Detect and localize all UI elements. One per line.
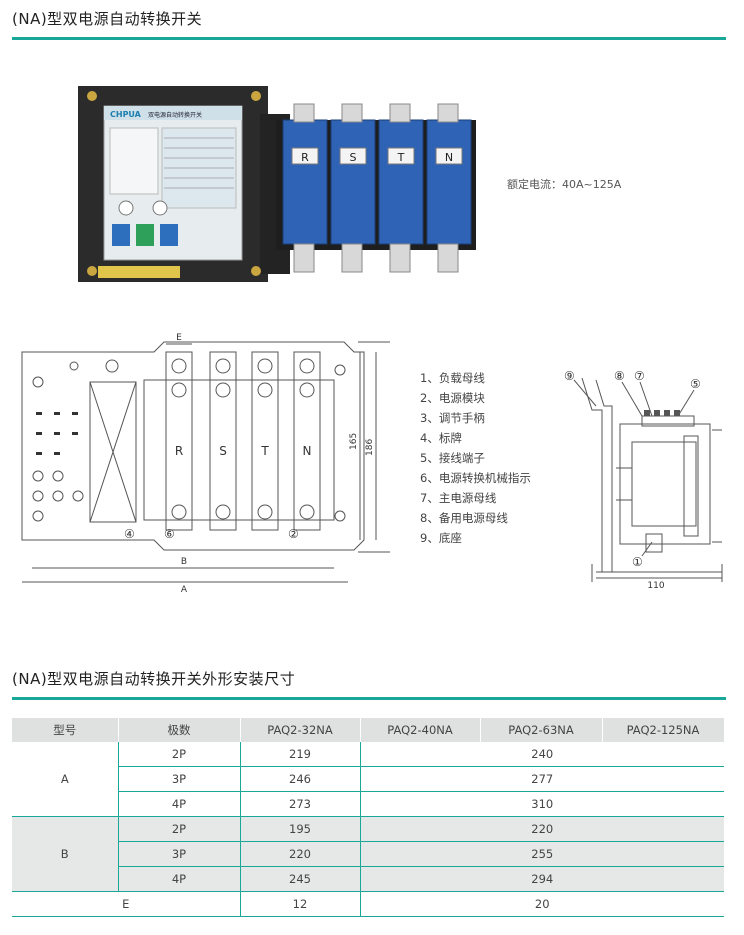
dim-A: A: [181, 585, 188, 595]
front-terminal-N: N: [303, 444, 312, 458]
group-label: B: [12, 816, 118, 892]
legend-item: 2、电源模块: [420, 391, 485, 405]
value-cell: 220: [359, 816, 724, 842]
header-cell: PAQ2-63NA: [480, 718, 603, 742]
side-dim-110: 110: [647, 581, 664, 588]
legend-item: 4、标牌: [420, 431, 462, 445]
side-callout-9: ⑨: [564, 369, 575, 383]
value-cell: 277: [359, 766, 724, 792]
side-callout-1: ①: [632, 555, 643, 569]
title-rule: [12, 697, 726, 700]
group-label: A: [12, 742, 118, 817]
header-cell: 极数: [118, 718, 241, 742]
dim-E: E: [176, 333, 182, 343]
callout-2: ②: [288, 527, 299, 541]
table-row: E 12 20: [12, 891, 724, 917]
front-terminal-R: R: [175, 444, 183, 458]
side-callout-7: ⑦: [634, 369, 645, 383]
photo-terminal-N: N: [445, 151, 453, 164]
photo-terminal-R: R: [301, 151, 309, 164]
title-rule: [12, 37, 726, 40]
legend-item: 8、备用电源母线: [420, 511, 508, 525]
table-title: (NA)型双电源自动转换开关外形安装尺寸: [12, 670, 296, 688]
pole-cell: 3P: [117, 841, 240, 867]
value-cell: 12: [239, 891, 360, 917]
legend-item: 7、主电源母线: [420, 491, 497, 505]
photo-terminal-S: S: [350, 151, 357, 164]
section-title: (NA)型双电源自动转换开关: [12, 10, 203, 28]
dimension-table: 型号 极数 PAQ2-32NA PAQ2-40NA PAQ2-63NA PAQ2…: [12, 718, 725, 917]
value-cell: 310: [359, 791, 724, 817]
callout-6: ⑥: [164, 527, 175, 541]
value-cell: 245: [239, 866, 360, 892]
value-cell: 195: [239, 816, 360, 842]
table-row: 3P 246 277: [12, 766, 724, 792]
product-photo: CHPUA 双电源自动转换开关 R S T N: [78, 86, 476, 282]
header-cell: PAQ2-125NA: [602, 718, 725, 742]
front-terminal-T: T: [260, 444, 269, 458]
brand-logo: CHPUA: [110, 110, 142, 119]
header-cell: PAQ2-40NA: [360, 718, 481, 742]
legend-item: 1、负载母线: [420, 371, 485, 385]
legend-item: 6、电源转换机械指示: [420, 471, 531, 485]
table-row: 3P 220 255: [12, 841, 724, 867]
value-cell: 246: [239, 766, 360, 792]
table-row: 4P 273 310: [12, 791, 724, 817]
value-cell: 273: [239, 791, 360, 817]
pole-cell: 2P: [117, 742, 240, 767]
rated-current-label: 额定电流：40A~125A: [507, 178, 622, 191]
front-terminal-S: S: [219, 444, 227, 458]
table-row: B 2P 195 220: [12, 816, 724, 892]
parts-legend: 1、负载母线 2、电源模块 3、调节手柄 4、标牌 5、接线端子 6、电源转换机…: [420, 368, 531, 548]
callout-4: ④: [124, 527, 135, 541]
value-cell: 219: [239, 742, 360, 767]
table-header-row: 型号 极数 PAQ2-32NA PAQ2-40NA PAQ2-63NA PAQ2…: [12, 718, 725, 742]
legend-item: 3、调节手柄: [420, 411, 485, 425]
legend-item: 5、接线端子: [420, 451, 485, 465]
photo-terminal-T: T: [397, 151, 405, 164]
pole-cell: 3P: [117, 766, 240, 792]
value-cell: 20: [359, 891, 724, 917]
header-cell: 型号: [12, 718, 119, 742]
pole-cell: 4P: [117, 791, 240, 817]
value-cell: 240: [359, 742, 724, 767]
dim-B: B: [181, 557, 187, 567]
header-cell: PAQ2-32NA: [240, 718, 361, 742]
table-row: A 2P 219 240: [12, 742, 724, 817]
value-cell: 294: [359, 866, 724, 892]
pole-cell: 2P: [117, 816, 240, 842]
value-cell: 255: [359, 841, 724, 867]
front-drawing: R S T N E B A 165 186 ④ ⑥ ②: [21, 333, 390, 595]
side-callout-5: ⑤: [690, 377, 701, 391]
table-row: 4P 245 294: [12, 866, 724, 892]
value-cell: 220: [239, 841, 360, 867]
dim-165: 165: [349, 433, 359, 450]
dim-186: 186: [365, 439, 375, 456]
e-label: E: [12, 891, 240, 917]
side-drawing: ⑨ ⑧ ⑦ ⑤ ① 110: [564, 369, 723, 588]
panel-title: 双电源自动转换开关: [148, 111, 202, 119]
legend-item: 9、底座: [420, 531, 462, 545]
side-callout-8: ⑧: [614, 369, 625, 383]
pole-cell: 4P: [117, 866, 240, 892]
